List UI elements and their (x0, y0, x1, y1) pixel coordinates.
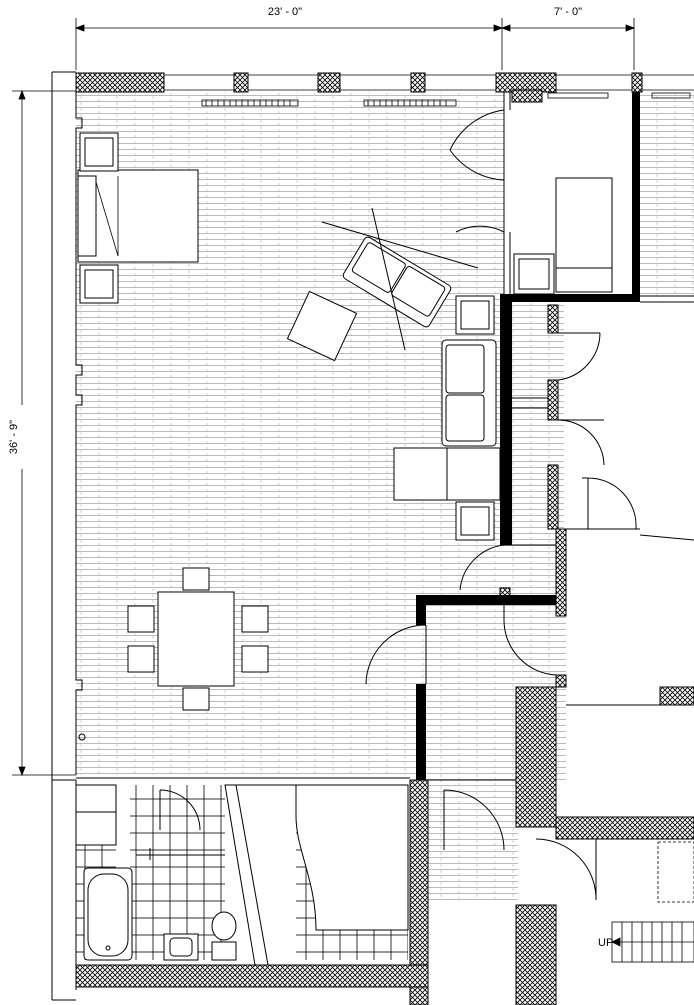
sofa-right (441, 339, 497, 447)
doors (159, 109, 637, 901)
sofa-angled (321, 207, 479, 351)
stair (611, 841, 694, 963)
dimension-top-left: 23' - 0" (268, 6, 302, 18)
walls-thin (76, 92, 694, 840)
bed-small (513, 177, 613, 295)
windows-top (164, 74, 694, 91)
bed-main (77, 169, 199, 263)
dimension-left-vertical: 36' - 9" (8, 420, 20, 454)
dim-top-right-bg (540, 2, 596, 18)
dimension-top-right: 7' - 0" (554, 6, 582, 18)
nightstands (79, 132, 119, 304)
radiators (201, 92, 691, 107)
ottoman (286, 290, 358, 362)
walls-hatched (75, 72, 694, 1005)
dim-left-bg (6, 405, 24, 469)
dining-set (127, 567, 269, 711)
bathroom (75, 784, 409, 966)
stair-up-label: UP (598, 937, 613, 949)
chaise (393, 447, 501, 501)
side-tables (455, 295, 495, 541)
walls-solid (416, 92, 640, 780)
dim-top-left-bg (255, 2, 315, 18)
